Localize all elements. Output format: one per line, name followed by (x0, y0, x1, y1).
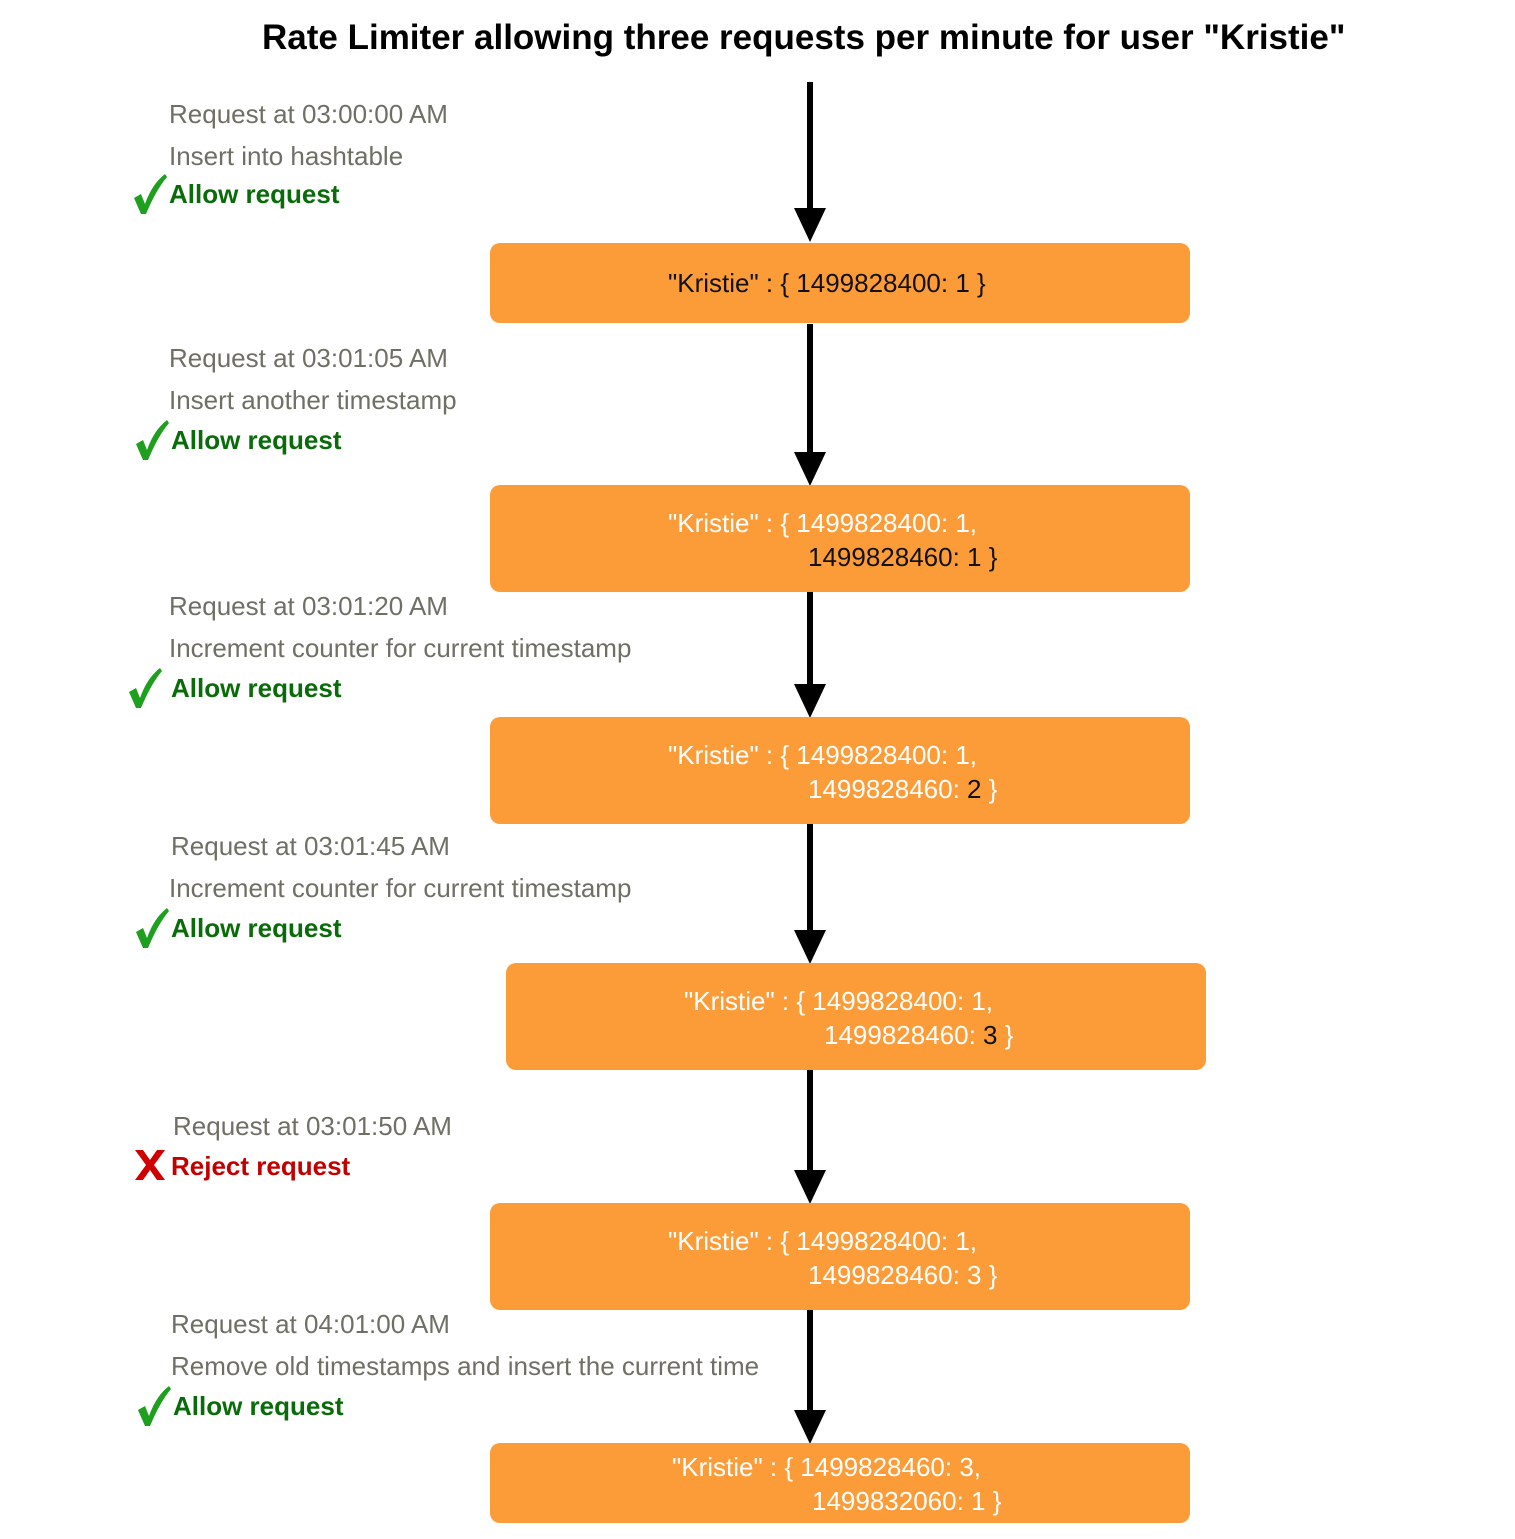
step4-action: Increment counter for current timestamp (169, 873, 632, 903)
diagram-title: Rate Limiter allowing three requests per… (262, 18, 1346, 57)
check-icon (134, 174, 167, 214)
arrowhead-6 (794, 1410, 826, 1444)
check-icon (136, 908, 169, 948)
check-icon (136, 420, 169, 460)
check-icon (138, 1386, 171, 1426)
step6-decision: Allow request (173, 1391, 344, 1421)
step1-action: Insert into hashtable (169, 141, 404, 171)
x-mark-icon (135, 1150, 165, 1180)
arrowhead-1 (794, 208, 826, 242)
step2-request-time: Request at 03:01:05 AM (169, 343, 448, 373)
state-box-1-content: "Kristie" : { 1499828400: 1 } (668, 268, 986, 298)
state-box-3-line1: "Kristie" : { 1499828400: 1, (668, 740, 978, 770)
step3-action: Increment counter for current timestamp (169, 633, 632, 663)
state-box-5-line2: 1499828460: 3 } (808, 1260, 998, 1290)
state-box-4-line2: 1499828460: 3 } (824, 1020, 1014, 1050)
state-box-6-line1: "Kristie" : { 1499828460: 3, (672, 1452, 982, 1482)
arrowhead-5 (794, 1170, 826, 1204)
step5-request-time: Request at 03:01:50 AM (173, 1111, 452, 1141)
state-box-6-line2: 1499832060: 1 } (812, 1486, 1002, 1516)
step2-decision: Allow request (171, 425, 342, 455)
arrowhead-4 (794, 930, 826, 964)
step3-request-time: Request at 03:01:20 AM (169, 591, 448, 621)
state-box-4: "Kristie" : { 1499828400: 1, 1499828460:… (506, 963, 1206, 1070)
state-box-5-line1: "Kristie" : { 1499828400: 1, (668, 1226, 978, 1256)
step1-request-time: Request at 03:00:00 AM (169, 99, 448, 129)
state-box-1: "Kristie" : { 1499828400: 1 } (490, 243, 1190, 323)
step6-request-time: Request at 04:01:00 AM (171, 1309, 450, 1339)
state-box-2-line1: "Kristie" : { 1499828400: 1, (668, 508, 978, 538)
state-box-3: "Kristie" : { 1499828400: 1, 1499828460:… (490, 717, 1190, 824)
state-box-2-line2: 1499828460: 1 } (808, 542, 998, 572)
check-icon (129, 668, 162, 708)
step1-decision: Allow request (169, 179, 340, 209)
state-box-5: "Kristie" : { 1499828400: 1, 1499828460:… (490, 1203, 1190, 1310)
state-box-3-line2: 1499828460: 2 } (808, 774, 998, 804)
step4-request-time: Request at 03:01:45 AM (171, 831, 450, 861)
arrowhead-3 (794, 684, 826, 718)
step5-decision: Reject request (171, 1151, 351, 1181)
state-box-2: "Kristie" : { 1499828400: 1, 1499828460:… (490, 485, 1190, 592)
state-box-6: "Kristie" : { 1499828460: 3, 1499832060:… (490, 1443, 1190, 1523)
step2-action: Insert another timestamp (169, 385, 457, 415)
state-box-4-line1: "Kristie" : { 1499828400: 1, (684, 986, 994, 1016)
arrowhead-2 (794, 452, 826, 486)
step4-decision: Allow request (171, 913, 342, 943)
step3-decision: Allow request (171, 673, 342, 703)
step6-action: Remove old timestamps and insert the cur… (171, 1351, 760, 1381)
